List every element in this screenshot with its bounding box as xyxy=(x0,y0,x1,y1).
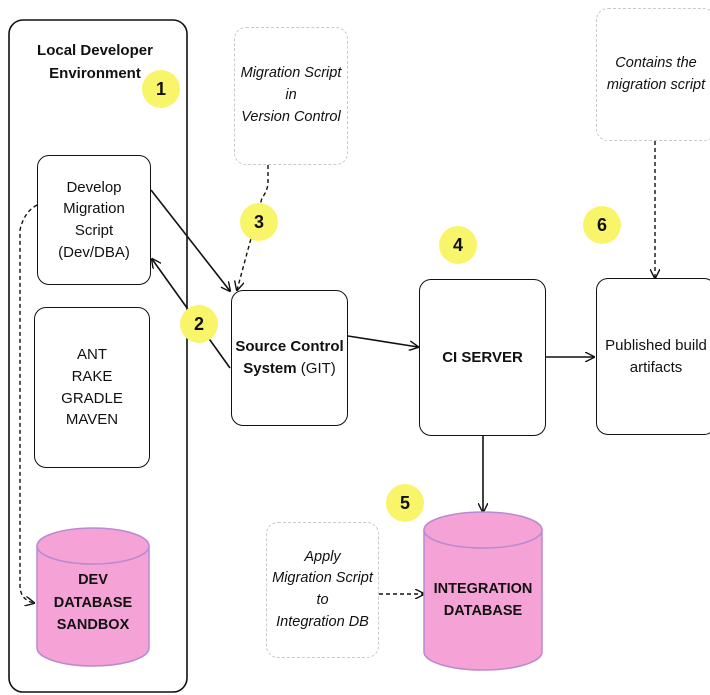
tool-rake: RAKE xyxy=(71,367,113,385)
step-badge-2: 2 xyxy=(180,305,218,343)
ci-server-label: CI SERVER xyxy=(442,348,523,366)
note-vcs-line-1: Migration Script in xyxy=(240,65,342,104)
integration-database-label: INTEGRATION DATABASE xyxy=(424,556,542,644)
integration-line-2: DATABASE xyxy=(443,603,523,619)
published-line-2: artifacts xyxy=(629,358,683,376)
develop-migration-box: Develop Migration Script (Dev/DBA) xyxy=(37,155,151,285)
scs-git: (GIT) xyxy=(296,360,336,377)
step-badge-3: 3 xyxy=(240,203,278,241)
dashed-develop-to-devdb xyxy=(19,204,38,603)
step-badge-1: 1 xyxy=(142,70,180,108)
published-artifacts-box: Published build artifacts xyxy=(596,278,710,435)
note-apply-line-1: Apply xyxy=(304,548,341,565)
develop-line-3: (Dev/DBA) xyxy=(58,243,130,261)
dev-db-line-2: SANDBOX xyxy=(56,617,130,634)
note-contains-script: Contains the migration script xyxy=(596,8,710,141)
note-apply-migration: Apply Migration Script to Integration DB xyxy=(266,522,379,658)
integration-database-cylinder xyxy=(423,511,543,671)
arrow-develop-to-scs xyxy=(150,189,230,291)
published-line-1: Published build xyxy=(605,336,707,354)
tool-gradle: GRADLE xyxy=(61,389,123,407)
note-vcs-line-2: Version Control xyxy=(241,108,341,125)
tool-ant: ANT xyxy=(77,346,107,363)
local-env-title: Local Developer Environment xyxy=(37,42,153,82)
develop-line-1: Develop Migration xyxy=(63,178,125,218)
note-apply-line-3: Integration DB xyxy=(276,613,369,630)
ci-server-box: CI SERVER xyxy=(419,279,546,436)
scs-system: System xyxy=(243,360,297,377)
dev-db-line-1: DEV DATABASE xyxy=(53,572,133,611)
dashed-vcs-to-scs xyxy=(237,165,269,290)
step-badge-6: 6 xyxy=(583,206,621,244)
integration-line-1: INTEGRATION xyxy=(433,580,533,597)
note-apply-line-2: Migration Script to xyxy=(272,570,373,608)
tool-maven: MAVEN xyxy=(65,411,119,429)
note-version-control: Migration Script in Version Control xyxy=(234,27,348,165)
note-artifacts-line-2: migration script xyxy=(606,76,706,93)
source-control-box: Source Control System (GIT) xyxy=(231,290,348,426)
step-badge-5: 5 xyxy=(386,484,424,522)
develop-line-2: Script xyxy=(74,222,114,239)
scs-title: Source Control xyxy=(235,338,344,356)
dev-database-label: DEV DATABASE SANDBOX xyxy=(37,560,149,646)
arrow-scs-to-ci xyxy=(347,335,418,347)
step-badge-4: 4 xyxy=(439,226,477,264)
dev-database-cylinder xyxy=(36,527,150,667)
note-artifacts-line-1: Contains the xyxy=(615,54,697,71)
local-env-panel xyxy=(8,19,188,693)
build-tools-box: ANT RAKE GRADLE MAVEN xyxy=(34,307,150,468)
